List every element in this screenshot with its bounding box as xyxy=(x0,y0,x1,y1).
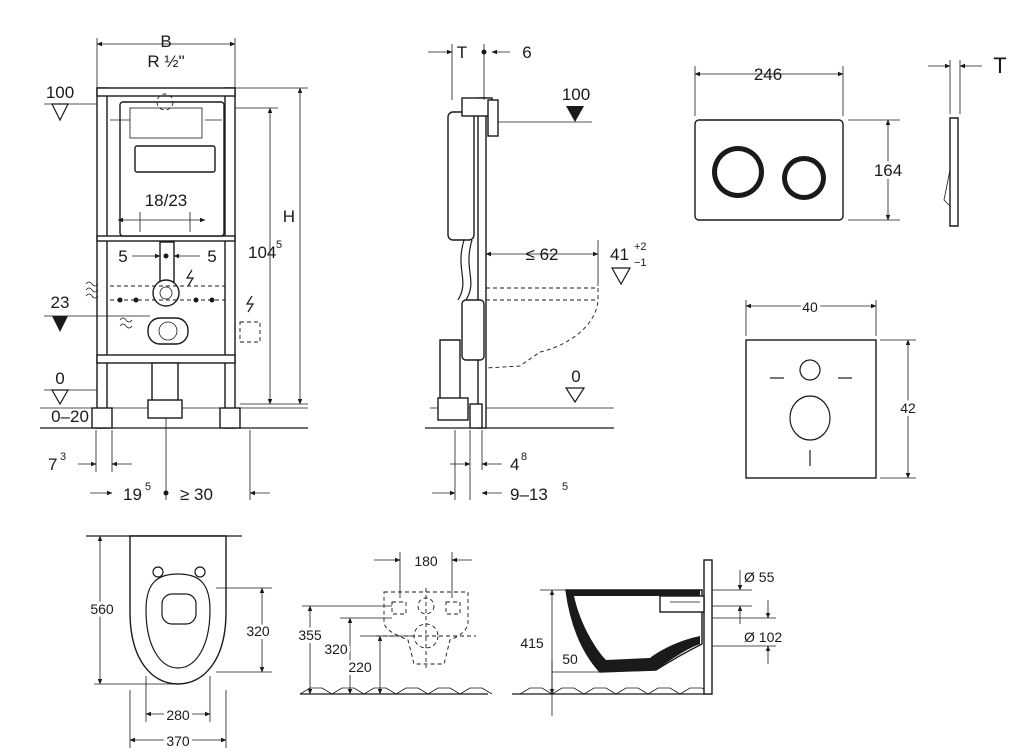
frame-width-label: B xyxy=(160,32,171,51)
sound-mat-view: 40 42 xyxy=(745,296,919,479)
bowl-height-label: 41 xyxy=(610,245,629,264)
offset-right-label: 5 xyxy=(207,247,216,266)
wc-inner-width-label: 280 xyxy=(166,707,190,723)
frame-side-view: T 6 100 ≤ 62 41 +2 −1 0 4 8 9–13 5 xyxy=(425,43,647,504)
level-23-label: 23 xyxy=(51,293,70,312)
wc-inner-length-label: 320 xyxy=(246,623,270,639)
level-100-label: 100 xyxy=(46,83,74,102)
side-level-100-label: 100 xyxy=(562,85,590,104)
rear-height-355-label: 355 xyxy=(298,627,322,643)
floor-range-label: 0–20 xyxy=(51,407,89,426)
mat-height-label: 42 xyxy=(900,400,916,416)
min-spacing-label: ≥ 30 xyxy=(180,485,213,504)
mat-width-label: 40 xyxy=(802,299,818,315)
offset-6-label: 6 xyxy=(522,43,531,62)
wc-floor-offset-label: 50 xyxy=(562,651,578,667)
install-range-label: 9–13 xyxy=(510,485,548,504)
base-depth-sup: 8 xyxy=(521,451,527,463)
wc-side-view: Ø 55 Ø 102 415 50 xyxy=(512,559,782,716)
height-h-label: H xyxy=(283,207,295,226)
plate-thickness-label: T xyxy=(993,53,1006,78)
foot-depth-label: 7 xyxy=(48,455,57,474)
outlet-range-label: 18/23 xyxy=(145,191,188,210)
plate-width-label: 246 xyxy=(754,65,782,84)
wc-side-height-label: 415 xyxy=(520,635,544,651)
connection-thread-label: R ½" xyxy=(147,52,184,71)
plate-height-label: 164 xyxy=(874,161,902,180)
foot-offset-sup: 5 xyxy=(145,481,151,493)
offset-left-label: 5 xyxy=(118,247,127,266)
max-projection-label: ≤ 62 xyxy=(526,245,559,264)
install-range-sup: 5 xyxy=(562,481,568,493)
wc-top-view: 560 320 280 370 xyxy=(86,535,273,752)
frame-front-view: B R ½" 100 18/23 5 5 23 0 0–20 H xyxy=(40,32,308,504)
outlet-diameter-label: Ø 102 xyxy=(744,629,782,645)
frame-height-sup: 5 xyxy=(276,239,282,251)
inlet-diameter-label: Ø 55 xyxy=(744,569,775,585)
wc-rear-view: 180 355 320 220 xyxy=(295,552,493,695)
foot-depth-sup: 3 xyxy=(60,451,66,463)
rear-hole-spacing-label: 180 xyxy=(414,553,438,569)
rear-height-220-label: 220 xyxy=(348,659,372,675)
foot-offset-label: 19 xyxy=(123,485,142,504)
side-level-0-label: 0 xyxy=(571,367,580,386)
flush-plate-view: 246 164 T xyxy=(694,53,1007,227)
bowl-tol-minus: −1 xyxy=(634,257,647,269)
base-depth-label: 4 xyxy=(510,455,519,474)
wc-length-label: 560 xyxy=(90,601,114,617)
bowl-tol-plus: +2 xyxy=(634,241,647,253)
level-0-label: 0 xyxy=(55,369,64,388)
wc-outer-width-label: 370 xyxy=(166,733,190,749)
frame-height-label: 104 xyxy=(248,243,276,262)
rear-height-320-label: 320 xyxy=(324,641,348,657)
wall-thickness-label: T xyxy=(457,43,467,62)
